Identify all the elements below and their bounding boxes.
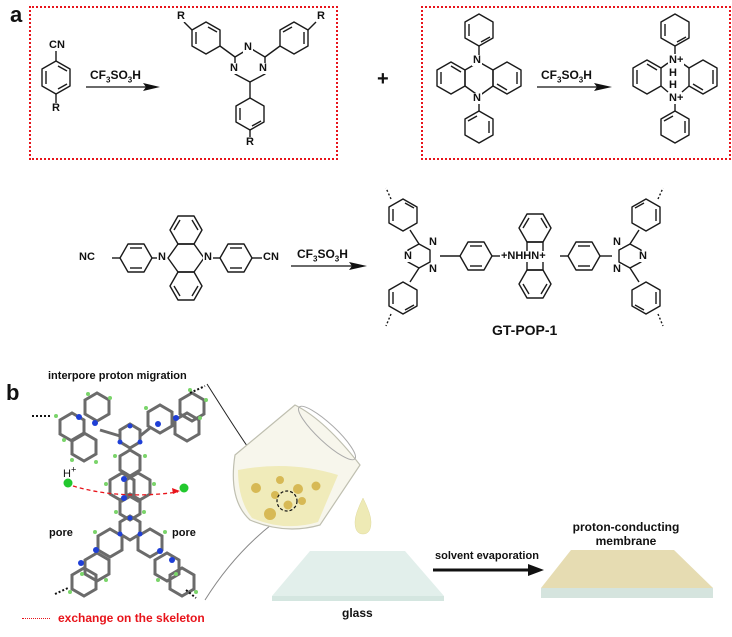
evaporation-arrow	[433, 564, 544, 576]
droplet	[354, 497, 372, 535]
label-n-7: N	[203, 251, 213, 263]
membrane-slab	[541, 550, 713, 598]
label-n-11: N	[612, 236, 622, 248]
legend-dotted-arrow-icon	[22, 617, 50, 619]
label-h-2: H	[668, 79, 678, 91]
label-r: R	[51, 102, 61, 114]
diphenyldihydrophenazine-structure	[436, 13, 522, 144]
label-n-4: N	[472, 54, 482, 66]
polymer-particles	[251, 476, 321, 520]
reaction-arrow-2	[537, 83, 612, 91]
membrane-label-line2: membrane	[595, 534, 657, 548]
protonated-phenazine-structure	[632, 13, 718, 144]
label-n-5: N	[472, 92, 482, 104]
label-n-13: N	[612, 263, 622, 275]
reaction-box-triazine	[29, 6, 338, 160]
triphenyltriazine-structure	[183, 21, 317, 138]
panel-label-b: b	[6, 380, 20, 405]
plus-sign: +	[377, 68, 389, 90]
proton-sphere-right	[179, 483, 189, 493]
label-n-12: N	[638, 250, 648, 262]
glass-slab	[272, 551, 444, 601]
pore-label-left: pore	[49, 527, 73, 539]
reaction-box-phenazine	[421, 6, 731, 160]
proton-charge: +	[70, 464, 77, 474]
interpore-caption: interpore proton migration	[48, 370, 187, 382]
legend: exchange on the skeleton	[22, 611, 205, 625]
nitrogen-atoms	[76, 414, 179, 566]
proton-sphere-left	[63, 478, 73, 488]
membrane-label: proton-conducting membrane	[566, 520, 686, 548]
label-n-1: N	[243, 41, 253, 53]
label-r-2: R	[316, 10, 326, 22]
label-nplus-1: N+	[668, 54, 685, 66]
label-cn: CN	[48, 39, 66, 51]
reaction-arrow-3	[291, 262, 367, 270]
label-r-1: R	[176, 10, 186, 22]
label-nhhn: +NHHN+	[500, 250, 547, 262]
reaction-arrow-1	[86, 83, 160, 91]
label-r-3: R	[245, 136, 255, 148]
label-nc: NC	[78, 251, 96, 263]
benzonitrile-structure	[41, 51, 71, 104]
legend-text: exchange on the skeleton	[58, 611, 205, 625]
glass-label: glass	[342, 606, 373, 620]
membrane-label-line1: proton-conducting	[572, 520, 680, 534]
label-h-1: H	[668, 67, 678, 79]
linkage-dots	[32, 385, 206, 599]
evaporation-label: solvent evaporation	[435, 550, 539, 562]
panel-label-a: a	[10, 2, 23, 27]
label-n-6: N	[157, 251, 167, 263]
reagent-label-2: CF3SO3H	[541, 68, 592, 85]
label-n-8: N	[428, 236, 438, 248]
proton-label: H+	[63, 464, 77, 480]
pore-label-right: pore	[172, 527, 196, 539]
gt-pop-1-structure	[385, 187, 664, 327]
product-name: GT-POP-1	[492, 322, 558, 338]
label-n-10: N	[428, 263, 438, 275]
label-n-2: N	[229, 62, 239, 74]
label-n-3: N	[258, 62, 268, 74]
label-cn-2: CN	[262, 251, 280, 263]
label-nplus-2: N+	[668, 92, 685, 104]
label-n-9: N	[403, 250, 413, 262]
proton-path	[72, 485, 180, 496]
reagent-label-3: CF3SO3H	[297, 247, 348, 264]
reagent-label-1: CF3SO3H	[90, 68, 141, 85]
hydrogen-atoms	[54, 388, 208, 594]
beaker	[232, 404, 361, 530]
